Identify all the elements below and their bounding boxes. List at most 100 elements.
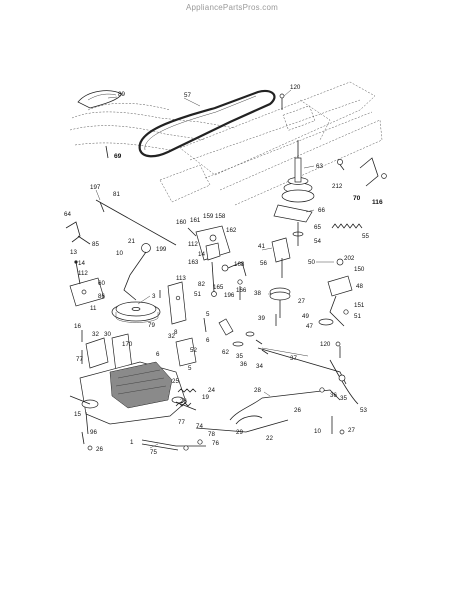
callout-85: 85	[92, 241, 99, 248]
callout-199: 199	[156, 246, 167, 253]
callout-113: 113	[176, 275, 186, 282]
callout-22: 22	[266, 435, 273, 442]
part-168-linkage	[227, 261, 247, 300]
callout-66: 66	[318, 207, 325, 214]
part-63-pulley	[281, 140, 315, 203]
callout-6b: 6	[156, 351, 160, 358]
callout-69: 69	[114, 153, 122, 160]
callout-32b: 32	[168, 333, 175, 340]
callout-170: 170	[122, 341, 133, 348]
frame-outline	[69, 81, 383, 206]
callout-5: 5	[206, 311, 210, 318]
callout-52: 52	[190, 347, 197, 354]
callout-74: 74	[196, 423, 203, 430]
callout-labels: 89 57 120 69 63 212 70 116 197 81 64 85 …	[64, 84, 383, 456]
part-75-link	[141, 439, 206, 451]
callout-32: 32	[92, 331, 99, 338]
part-66-bracket	[273, 204, 313, 246]
callout-51: 51	[194, 291, 201, 298]
source-watermark: AppliancePartsPros.com	[186, 3, 278, 12]
callout-57: 57	[184, 92, 191, 99]
callout-19: 19	[202, 394, 209, 401]
callout-64: 64	[64, 211, 71, 218]
callout-16: 16	[74, 323, 81, 330]
callout-10b: 10	[314, 428, 321, 435]
callout-63: 63	[316, 163, 323, 170]
callout-120: 120	[290, 84, 301, 91]
callout-55: 55	[362, 233, 369, 240]
callout-96: 96	[90, 429, 97, 436]
callout-29: 29	[236, 429, 243, 436]
callout-14b: 14	[78, 260, 85, 267]
callout-151: 151	[354, 302, 365, 309]
callout-50: 50	[308, 259, 315, 266]
callout-6: 6	[206, 337, 210, 344]
part-53-rod	[319, 359, 359, 405]
callout-11: 11	[90, 305, 97, 312]
part-37-rod	[229, 347, 347, 421]
callout-162: 162	[226, 227, 237, 234]
callout-89: 89	[118, 91, 125, 98]
callout-24: 24	[208, 387, 215, 394]
callout-62: 62	[222, 349, 229, 356]
callout-36b: 36	[330, 392, 337, 399]
callout-79: 79	[148, 322, 155, 329]
callout-158: 158	[215, 213, 226, 220]
leader-lines	[95, 89, 334, 449]
callout-78: 78	[208, 431, 215, 438]
callout-77: 77	[76, 356, 83, 363]
callout-65: 65	[314, 224, 321, 231]
part-22-rod	[195, 415, 289, 433]
callout-38: 38	[254, 290, 261, 297]
callout-37: 37	[290, 355, 297, 362]
part-60-plate	[69, 260, 105, 307]
callout-51b: 51	[354, 313, 361, 320]
part-48-assembly	[318, 258, 353, 347]
callout-60: 60	[98, 280, 105, 287]
callout-53: 53	[360, 407, 367, 414]
part-30-bracket	[85, 333, 197, 373]
callout-160: 160	[176, 219, 187, 226]
callout-35: 35	[236, 353, 243, 360]
callout-41: 41	[258, 243, 265, 250]
callout-36: 36	[240, 361, 247, 368]
callout-163: 163	[188, 259, 199, 266]
callout-3: 3	[152, 293, 156, 300]
callout-77b: 77	[178, 419, 185, 426]
callout-166: 166	[236, 287, 247, 294]
part-62-shaft	[218, 318, 263, 347]
callout-150: 150	[354, 266, 365, 273]
bolts-left	[81, 411, 93, 451]
part-57-belt	[138, 89, 276, 158]
callout-26: 26	[180, 398, 187, 405]
part-41-arm	[271, 237, 291, 278]
callout-30: 30	[104, 331, 111, 338]
callout-168: 168	[234, 261, 245, 268]
callout-81: 81	[113, 191, 120, 198]
callout-28: 28	[254, 387, 261, 394]
control-cluster	[187, 225, 231, 297]
callout-112b: 112	[78, 270, 88, 277]
callout-161: 161	[190, 217, 201, 224]
callout-15: 15	[74, 411, 81, 418]
callout-13: 13	[70, 249, 77, 256]
callout-26c: 26	[96, 446, 103, 453]
part-70-lever	[337, 157, 387, 187]
callout-82: 82	[198, 281, 205, 288]
callout-25: 25	[172, 378, 179, 385]
part-21-knob	[123, 243, 151, 301]
part-79-pulley	[111, 301, 161, 323]
callout-70: 70	[353, 195, 361, 202]
callout-116: 116	[372, 199, 383, 206]
callout-48: 48	[356, 283, 363, 290]
callout-212: 212	[332, 183, 343, 190]
callout-35b: 35	[340, 395, 347, 402]
callout-75: 75	[150, 449, 157, 456]
callout-56: 56	[260, 260, 267, 267]
callout-27: 27	[298, 298, 305, 305]
callout-86: 86	[98, 293, 105, 300]
callout-34: 34	[256, 363, 263, 370]
callout-165: 165	[213, 284, 224, 291]
bolts-right	[331, 416, 345, 435]
